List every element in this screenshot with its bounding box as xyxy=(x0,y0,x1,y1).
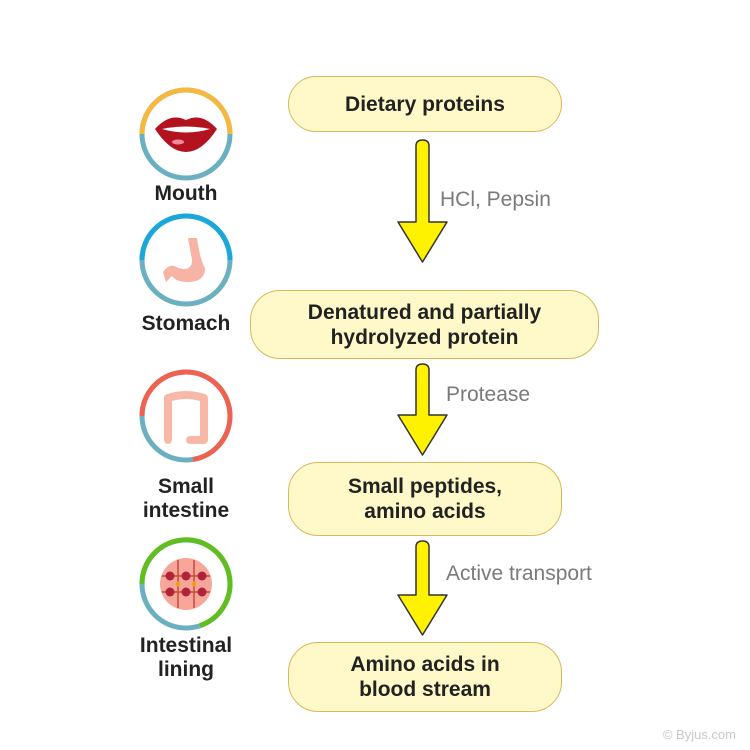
arrow-3 xyxy=(397,540,448,636)
intestinal-lining-icon xyxy=(160,558,212,610)
arrow-label-active-transport: Active transport xyxy=(446,562,592,585)
small-intestine-ring xyxy=(139,369,233,463)
arrow-2 xyxy=(397,363,448,456)
arrow-label-hcl-pepsin: HCl, Pepsin xyxy=(440,188,551,211)
intestine-icon xyxy=(164,391,208,444)
organ-label-stomach: Stomach xyxy=(141,312,231,335)
step-dietary-proteins: Dietary proteins xyxy=(288,76,562,132)
mouth-ring xyxy=(139,87,233,181)
arrow-1 xyxy=(397,139,448,263)
step-small-peptides: Small peptides,amino acids xyxy=(288,462,562,536)
arrow-label-protease: Protease xyxy=(446,383,531,406)
step-label: Dietary proteins xyxy=(345,92,505,116)
copyright: © Byjus.com xyxy=(662,727,736,742)
step-label: Small peptides,amino acids xyxy=(347,475,503,523)
stomach-icon xyxy=(163,238,205,282)
intestinal-lining-ring xyxy=(139,537,233,631)
stomach-ring xyxy=(139,213,233,307)
organ-label-mouth: Mouth xyxy=(154,182,218,205)
lips-icon xyxy=(155,117,217,152)
